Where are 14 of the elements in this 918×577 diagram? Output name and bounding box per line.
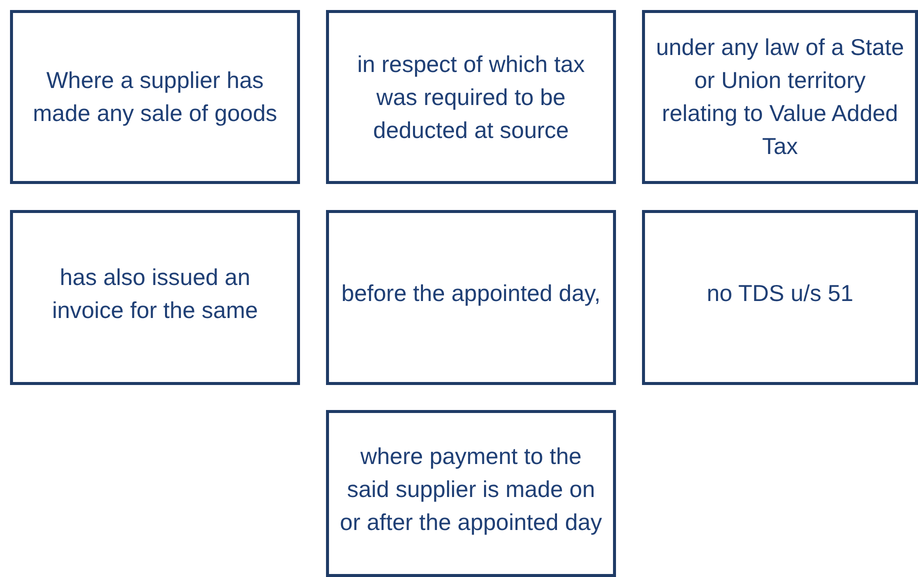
box-text: Where a supplier has made any sale of goods xyxy=(32,66,278,128)
text-box xyxy=(326,10,616,184)
text-box xyxy=(642,210,918,385)
box-text: has also issued an invoice for the same xyxy=(51,262,259,324)
text-box xyxy=(642,10,918,184)
text-box xyxy=(326,410,616,577)
box-text: under any law of a State or Union territory relating to Value Added Tax xyxy=(655,33,905,161)
box-text: no TDS u/s 51 xyxy=(706,279,854,308)
box-text: in respect of which tax was required to be deducted at source xyxy=(356,50,586,144)
text-box xyxy=(326,210,616,385)
box-text: before the appointed day, xyxy=(340,279,602,308)
text-box xyxy=(10,10,300,184)
text-box xyxy=(10,210,300,385)
box-text: where payment to the said supplier is made on or after the appointed day xyxy=(339,442,603,537)
